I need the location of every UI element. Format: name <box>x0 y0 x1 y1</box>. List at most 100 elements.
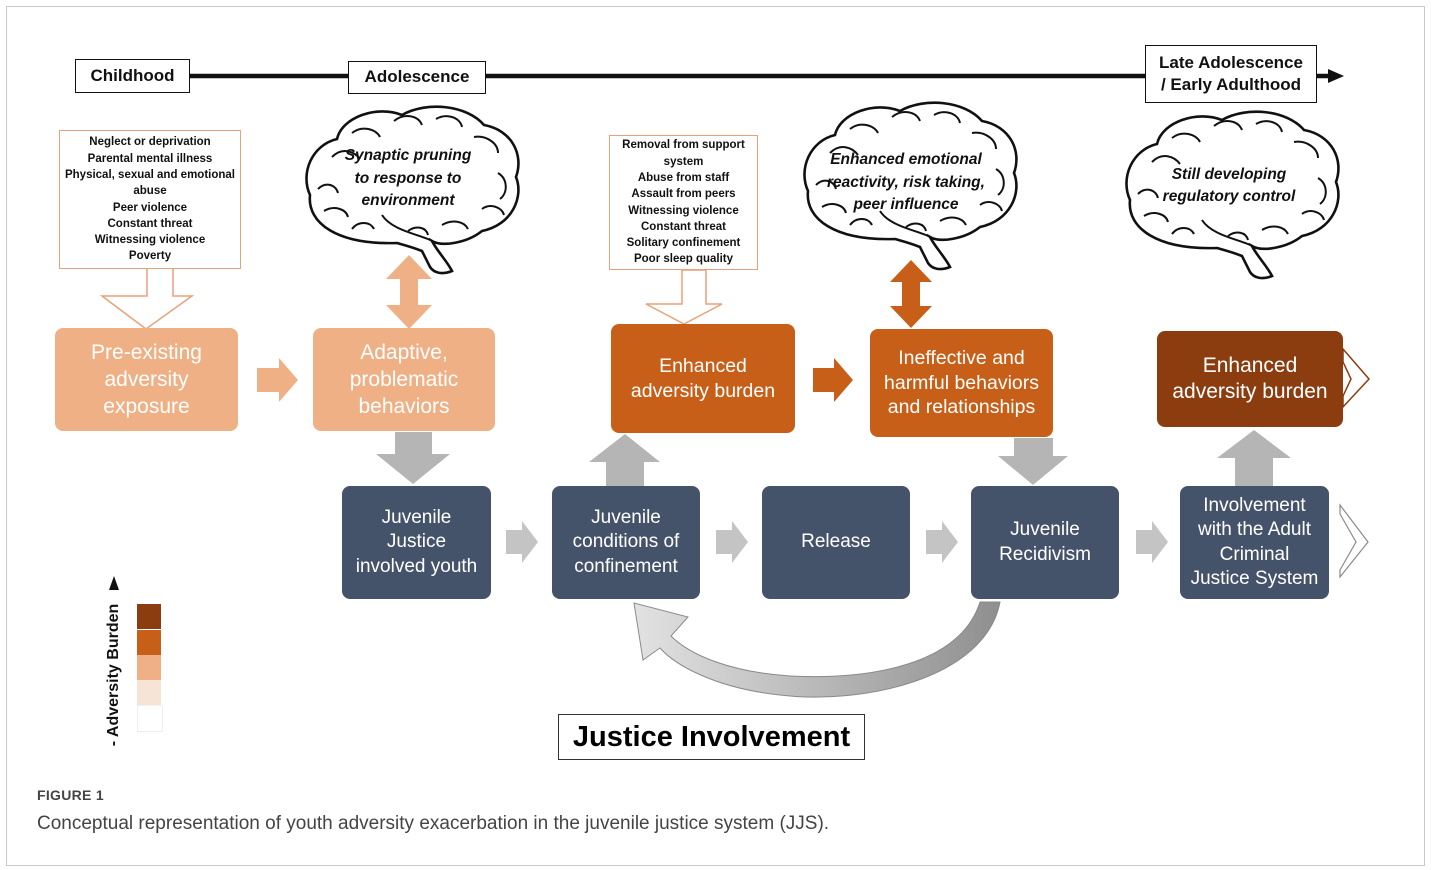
arrow-conditions-to-enhanced <box>589 434 660 486</box>
list-item: abuse <box>133 185 167 198</box>
figure-caption: Conceptual representation of youth adver… <box>37 813 830 834</box>
box-ineffective-behaviors: Ineffective and harmful behaviors and re… <box>870 329 1053 437</box>
box-text-line: Juvenile <box>1010 519 1080 541</box>
box-text-line: Juvenile <box>591 507 661 529</box>
legend-up-arrow <box>109 576 119 590</box>
legend-swatch-5 <box>137 705 163 732</box>
arrow-ineffective-to-recidivism <box>998 438 1068 485</box>
box-text-line: Justice <box>386 531 447 553</box>
box-text-line: Pre-existing <box>91 340 202 364</box>
box-text-line: confinement <box>574 555 678 577</box>
arrow-adult-to-enhanced <box>1217 430 1291 486</box>
box-text-line: involved youth <box>355 555 478 577</box>
list-item: Neglect or deprivation <box>89 136 211 149</box>
legend-label: - Adversity Burden <box>105 603 122 747</box>
legend-swatch-4 <box>137 680 161 705</box>
box-text-line: Involvement <box>1203 495 1306 517</box>
box-enhanced-adversity-2: Enhanced adversity burden <box>1157 331 1343 427</box>
recidivism-curve-arrow <box>633 601 1001 698</box>
box-text-line: Enhanced <box>1202 353 1298 377</box>
box-adult-criminal-justice: Involvement with the Adult Criminal Just… <box>1180 486 1329 599</box>
list-item: Poverty <box>128 250 172 263</box>
justice-involvement-text: Justice Involvement <box>572 720 851 753</box>
box-adaptive-behaviors: Adaptive, problematic behaviors <box>313 328 495 431</box>
hollow-arrow-grey <box>1339 503 1369 579</box>
box-text-line: adversity burden <box>630 379 776 402</box>
stage-late-adolescence: Late Adolescence / Early Adulthood <box>1145 45 1317 103</box>
list-item: Constant threat <box>641 220 726 233</box>
list-item: Solitary confinement <box>626 237 741 250</box>
brain-text-line: peer influence <box>853 196 959 214</box>
stage-late-line2: / Early Adulthood <box>1160 75 1302 94</box>
arrow-jj-to-conditions <box>506 521 538 563</box>
box-text-line: exposure <box>103 395 190 419</box>
legend-swatch-2 <box>137 630 161 655</box>
stage-adolescence: Adolescence <box>348 61 486 94</box>
box-text-line: behaviors <box>358 395 450 419</box>
arrow-pre-to-adaptive <box>257 358 298 402</box>
callout-arrow-confinement <box>645 269 723 325</box>
brain-text-line: reactivity, risk taking, <box>827 173 985 191</box>
box-text-line: with the Adult <box>1197 519 1312 541</box>
hollow-arrow-brown <box>1342 346 1371 409</box>
childhood-adversity-list: Neglect or deprivation Parental mental i… <box>59 130 241 269</box>
list-item: Assault from peers <box>631 188 736 201</box>
double-arrow-adolescence <box>386 255 432 329</box>
box-text-line: Adaptive, <box>360 340 448 364</box>
box-text-line: and relationships <box>887 396 1036 419</box>
list-item: Witnessing violence <box>628 204 739 217</box>
box-release: Release <box>762 486 910 599</box>
box-enhanced-adversity-1: Enhanced adversity burden <box>611 324 795 433</box>
stage-adolescence-text: Adolescence <box>364 67 470 87</box>
box-pre-existing-adversity: Pre-existing adversity exposure <box>55 328 238 431</box>
brain-text-emotional: Enhanced emotional reactivity, risk taki… <box>815 147 997 219</box>
box-text-line: Ineffective and <box>898 347 1025 370</box>
stage-childhood-text: Childhood <box>90 65 175 85</box>
brain-text-line: Enhanced emotional <box>830 151 982 169</box>
brain-text-line: Synaptic pruning <box>344 147 472 165</box>
brain-text-line: to response to <box>354 169 462 187</box>
box-text-line: Enhanced <box>659 355 747 378</box>
legend-label-wrap: - Adversity Burden <box>0 604 229 747</box>
box-jj-involved-youth: Juvenile Justice involved youth <box>342 486 491 599</box>
brain-text-line: regulatory control <box>1162 188 1296 205</box>
box-text-line: Juvenile <box>381 507 452 529</box>
brain-text-line: Still developing <box>1171 165 1287 183</box>
legend-swatch-1 <box>137 604 161 629</box>
figure-label: FIGURE 1 <box>37 787 104 803</box>
brain-text-synaptic: Synaptic pruning to response to environm… <box>322 143 494 215</box>
stage-late-line1: Late Adolescence <box>1159 52 1303 72</box>
box-text-line: Release <box>801 531 871 553</box>
double-arrow-enhanced <box>890 260 932 328</box>
justice-involvement-title: Justice Involvement <box>558 714 865 760</box>
list-item: Physical, sexual and emotional <box>64 168 235 181</box>
box-conditions-of-confinement: Juvenile conditions of confinement <box>552 486 700 599</box>
box-text-line: Justice System <box>1190 567 1319 589</box>
legend-swatch-3 <box>137 655 161 680</box>
list-item: system <box>663 155 704 168</box>
list-item: Removal from support <box>622 139 745 152</box>
box-text-line: adversity burden <box>1172 380 1328 403</box>
list-item: Peer violence <box>112 201 188 214</box>
arrow-conditions-to-release <box>716 521 748 563</box>
box-text-line: harmful behaviors <box>884 371 1039 394</box>
stage-childhood: Childhood <box>75 59 190 93</box>
arrow-release-to-recidivism <box>926 521 958 563</box>
box-text-line: Criminal <box>1219 543 1290 565</box>
box-juvenile-recidivism: Juvenile Recidivism <box>971 486 1119 599</box>
brain-text-line: environment <box>361 192 455 210</box>
box-text-line: Recidivism <box>999 543 1091 565</box>
arrow-recidivism-to-adult <box>1136 521 1168 563</box>
list-item: Parental mental illness <box>87 152 213 165</box>
brain-text-regulatory: Still developing regulatory control <box>1146 160 1312 212</box>
list-item: Poor sleep quality <box>633 253 734 266</box>
arrow-enhanced-to-ineffective <box>813 358 853 402</box>
confinement-adversity-list: Removal from support system Abuse from s… <box>609 135 758 270</box>
box-text-line: adversity <box>104 367 189 391</box>
list-item: Abuse from staff <box>637 171 730 184</box>
box-text-line: problematic <box>349 367 459 391</box>
box-text-line: conditions of <box>572 531 680 553</box>
arrow-adaptive-to-jj <box>376 432 450 484</box>
figure-frame <box>6 6 1425 866</box>
